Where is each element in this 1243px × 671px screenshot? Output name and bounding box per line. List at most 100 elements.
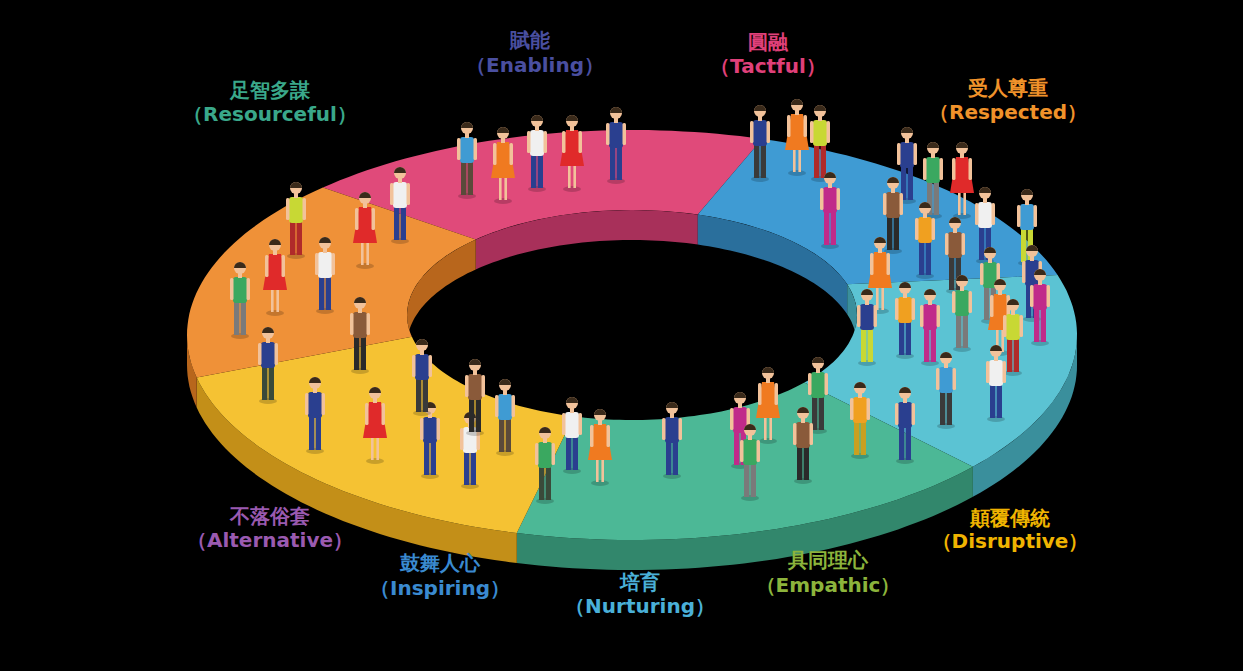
person-shadow	[458, 193, 476, 199]
person-arm	[740, 440, 744, 462]
person-arm	[758, 383, 762, 405]
person-leg	[546, 466, 551, 500]
person-arm	[990, 295, 994, 317]
person-leg	[423, 378, 428, 412]
person-leg	[963, 314, 968, 348]
person-figure	[883, 177, 903, 254]
person-shadow	[413, 410, 431, 416]
person-leg	[666, 441, 671, 475]
person-hair	[566, 115, 578, 121]
person-arm	[286, 198, 290, 220]
person-shadow	[1031, 340, 1049, 346]
person-hair	[901, 127, 913, 133]
trait-label-english: （Respected）	[929, 100, 1087, 124]
person-arm	[887, 253, 891, 275]
person-leg	[919, 241, 924, 275]
person-head	[394, 167, 406, 179]
person-hair	[744, 424, 756, 430]
person-leg	[1021, 228, 1026, 262]
person-torso	[939, 367, 953, 393]
person-arm	[247, 278, 251, 300]
person-torso	[886, 192, 900, 218]
person-torso	[609, 122, 623, 148]
person-leg	[326, 276, 331, 310]
person-leg	[984, 286, 989, 320]
person-torso	[918, 217, 932, 243]
person-shadow	[306, 448, 324, 454]
person-shadow	[896, 353, 914, 359]
person-figure	[606, 107, 626, 184]
person-leg	[361, 241, 364, 265]
person-head	[812, 357, 824, 369]
person-leg	[997, 384, 1002, 418]
person-head	[744, 424, 756, 436]
person-leg	[461, 161, 466, 195]
person-hair	[539, 427, 551, 433]
person-leg	[1007, 338, 1012, 372]
person-arm	[420, 418, 424, 440]
person-leg	[819, 396, 824, 430]
person-leg	[241, 301, 246, 335]
person-head	[1021, 189, 1033, 201]
person-arm	[623, 123, 627, 145]
person-arm	[230, 278, 234, 300]
person-arm	[810, 121, 814, 143]
person-torso	[743, 439, 757, 465]
person-hair	[1007, 299, 1019, 305]
person-figure	[527, 115, 547, 192]
person-shadow	[528, 186, 546, 192]
person-torso	[811, 372, 825, 398]
person-arm	[953, 368, 957, 390]
person-torso	[823, 187, 837, 213]
person-dress	[950, 157, 974, 193]
top-face-group	[187, 130, 1077, 540]
person-head	[354, 297, 366, 309]
person-shadow	[494, 198, 512, 204]
person-shadow	[607, 178, 625, 184]
person-head	[861, 289, 873, 301]
person-hair	[924, 289, 936, 295]
person-leg	[931, 328, 936, 362]
person-leg	[854, 421, 859, 455]
person-head	[309, 377, 321, 389]
person-hair	[791, 99, 803, 105]
person-hair	[234, 262, 246, 268]
person-arm	[590, 425, 594, 447]
person-figure	[286, 182, 306, 259]
person-head	[359, 192, 371, 204]
person-arm	[969, 291, 973, 313]
person-arm	[382, 403, 386, 425]
person-dress	[588, 424, 612, 460]
person-arm	[850, 398, 854, 420]
person-leg	[979, 226, 984, 260]
trait-label-chinese: 受人尊重	[968, 76, 1048, 100]
person-arm	[258, 343, 262, 365]
person-shadow	[563, 186, 581, 192]
person-figure	[562, 397, 582, 474]
person-shadow	[916, 273, 934, 279]
person-dress	[560, 130, 584, 166]
person-arm	[350, 313, 354, 335]
person-leg	[804, 446, 809, 480]
trait-label-english: （Disruptive）	[932, 529, 1089, 553]
person-leg	[617, 146, 622, 180]
person-figure	[350, 297, 370, 374]
person-arm	[874, 305, 878, 327]
person-arm	[1017, 205, 1021, 227]
person-torso	[1020, 204, 1034, 230]
person-arm	[945, 233, 949, 255]
person-shadow	[259, 398, 277, 404]
person-shadow	[987, 416, 1005, 422]
person-shadow	[921, 360, 939, 366]
person-hair	[290, 182, 302, 188]
person-arm	[282, 255, 286, 277]
person-arm	[460, 428, 464, 450]
person-arm	[322, 393, 326, 415]
person-arm	[952, 291, 956, 313]
person-figure	[915, 202, 935, 279]
person-leg	[821, 144, 826, 178]
person-shadow	[316, 308, 334, 314]
person-arm	[992, 203, 996, 225]
person-leg	[751, 463, 756, 497]
